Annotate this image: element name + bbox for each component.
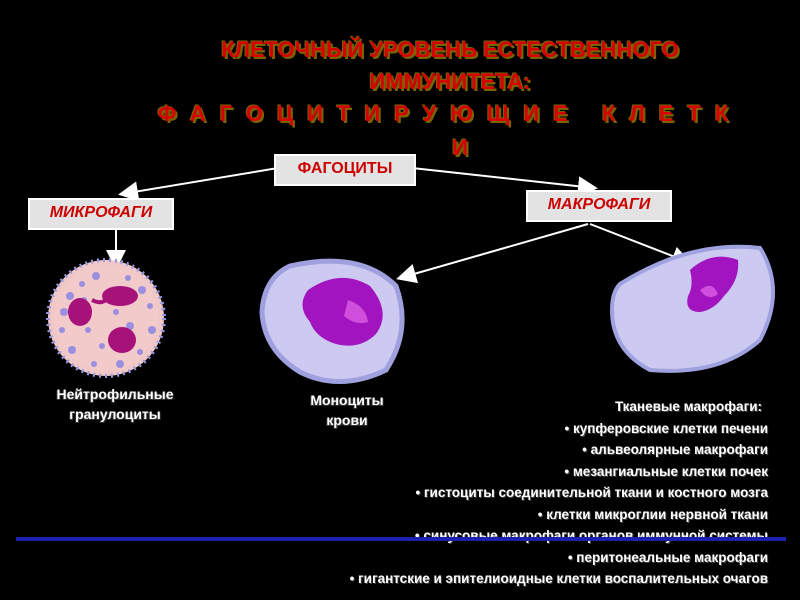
macrophages-box: МАКРОФАГИ xyxy=(526,190,672,222)
list-item: • гистоциты соединительной ткани и костн… xyxy=(415,485,768,500)
neutrophil-label: Нейтрофильные гранулоциты xyxy=(30,384,200,424)
title-line-3: ФАГОЦИТИРУЮЩИЕ КЛЕТК xyxy=(157,101,743,126)
monocyte-label: Моноциты крови xyxy=(292,390,402,430)
arrow-to-microphages xyxy=(118,167,279,202)
monocyte-label-line-1: Моноциты xyxy=(310,392,384,408)
neutrophil-label-line-1: Нейтрофильные xyxy=(56,386,174,402)
tissue-macrophages-list: Тканевые макрофаги: • купферовские клетк… xyxy=(350,396,768,590)
microphages-box: МИКРОФАГИ xyxy=(28,198,174,230)
title-line-2: ИММУНИТЕТА: xyxy=(369,69,531,94)
title-line-4: И xyxy=(452,135,468,160)
list-item: • мезангиальные клетки почек xyxy=(564,463,768,479)
list-item: • гигантские и эпителиоидные клетки восп… xyxy=(349,571,768,586)
accent-bar xyxy=(16,537,786,541)
title-line-1: КЛЕТОЧНЫЙ УРОВЕНЬ ЕСТЕСТВЕННОГО xyxy=(221,37,679,62)
tissue-macrophage-cell-image xyxy=(609,244,775,373)
list-item: • синусовые макрофаги органов иммунной с… xyxy=(414,528,768,543)
monocyte-label-line-2: крови xyxy=(326,412,368,428)
arrow-to-macrophages xyxy=(411,167,598,197)
monocyte-cell-image xyxy=(259,258,405,384)
list-item: • альвеолярные макрофаги xyxy=(582,442,768,457)
arrow-to-monocyte xyxy=(396,223,589,284)
phagocytes-box: ФАГОЦИТЫ xyxy=(274,154,416,186)
neutrophil-label-line-2: гранулоциты xyxy=(69,406,161,422)
list-item: • клетки микроглии нервной ткани xyxy=(537,506,768,522)
tissue-macrophages-header: Тканевые макрофаги: xyxy=(614,399,762,414)
arrow-to-tissue-macrophage xyxy=(589,223,692,266)
list-item: • купферовские клетки печени xyxy=(564,420,768,436)
neutrophil-cell-image xyxy=(46,258,166,378)
list-item: • перитонеальные макрофаги xyxy=(567,549,768,565)
